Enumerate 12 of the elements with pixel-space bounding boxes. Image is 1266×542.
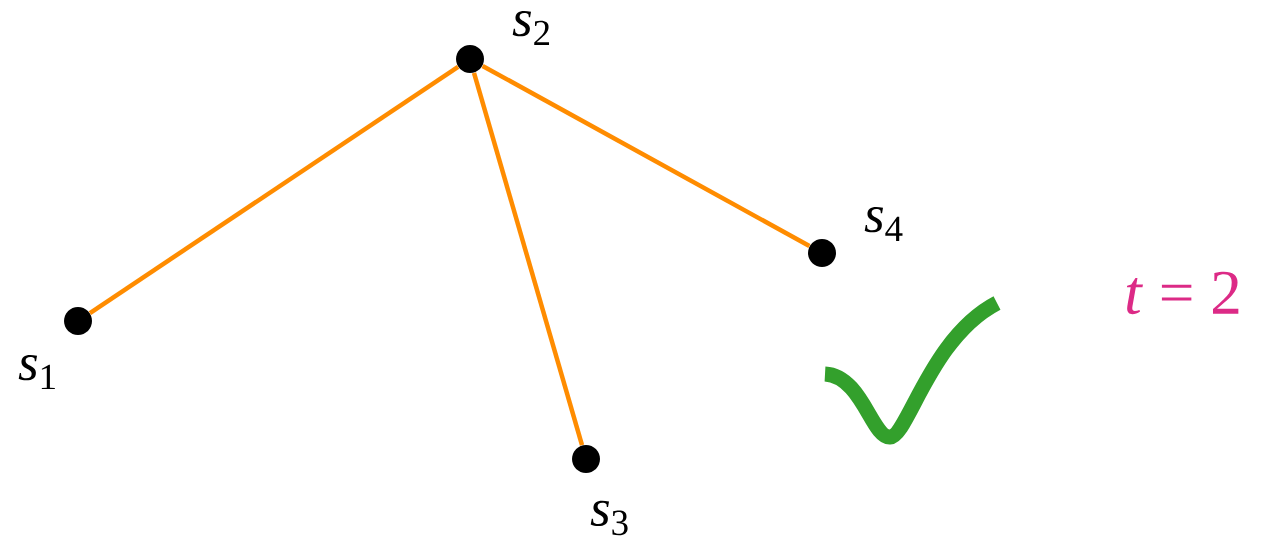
dot [572, 445, 600, 473]
line [481, 63, 811, 249]
node-label: s$_{3}$ [590, 500, 628, 536]
dot [456, 45, 484, 73]
dot [808, 239, 836, 267]
node-label: s$_{1}$ [18, 354, 55, 390]
line [88, 65, 460, 315]
node-label: s$_{2}$ [512, 10, 550, 46]
node-label: s$_{4}$ [864, 206, 903, 242]
parameter-label: t = 2 [1126, 271, 1239, 315]
dot [64, 307, 92, 335]
line [471, 72, 585, 446]
